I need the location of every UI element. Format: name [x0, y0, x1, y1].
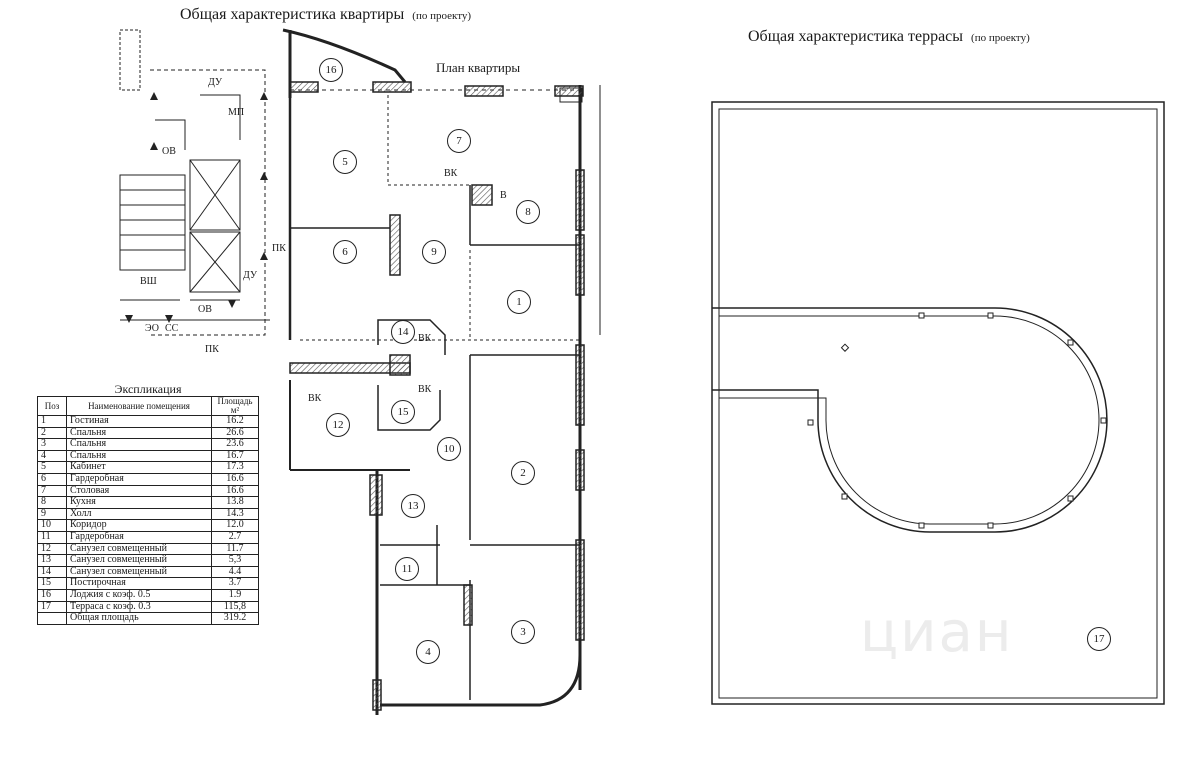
row-name: Гардеробная — [66, 530, 212, 544]
room-number-15: 15 — [391, 400, 415, 424]
row-area: 1.9 — [211, 588, 259, 602]
marker-du-top: ДУ — [208, 77, 223, 88]
marker-mp: МП — [228, 107, 245, 118]
room-number-9: 9 — [422, 240, 446, 264]
explication-header-row: Поз Наименование помещения Площадь м² — [37, 396, 259, 416]
row-area: 2.7 — [211, 530, 259, 544]
row-name: Санузел совмещенный — [66, 542, 212, 556]
row-area: 14.3 — [211, 507, 259, 521]
terrace-title-note: (по проекту) — [971, 32, 1030, 44]
row-area: 16.7 — [211, 449, 259, 463]
row-area: 319.2 — [211, 612, 259, 625]
room-number-8: 8 — [516, 200, 540, 224]
room-number-2: 2 — [511, 461, 535, 485]
room-number-5: 5 — [333, 150, 357, 174]
row-area: 115,8 — [211, 600, 259, 614]
direction-arrows — [125, 92, 268, 323]
room-number-3: 3 — [511, 620, 535, 644]
row-area: 3.7 — [211, 577, 259, 590]
marker-ov-top: ОВ — [162, 146, 176, 157]
room-number-10: 10 — [437, 437, 461, 461]
row-name: Постирочная — [66, 577, 212, 590]
room-number-13: 13 — [401, 494, 425, 518]
row-area: 11.7 — [211, 542, 259, 556]
row-name: Терраса с коэф. 0.3 — [66, 600, 212, 614]
row-area: 4.4 — [211, 565, 259, 579]
terrace-title: Общая характеристика террасы (по проекту) — [748, 28, 1030, 46]
marker-pk-bottom: ПК — [205, 344, 219, 355]
marker-vk-15: ВК — [418, 384, 432, 395]
row-area: 12.0 — [211, 519, 259, 532]
row-name: Коридор — [66, 519, 212, 532]
room-number-16: 16 — [319, 58, 343, 82]
room-number-1: 1 — [507, 290, 531, 314]
stairwell-core — [119, 29, 270, 336]
row-pos: 11 — [37, 530, 67, 544]
marker-v-kitchen: В — [500, 190, 507, 201]
watermark: циан — [860, 600, 1014, 665]
apartment-title-note: (по проекту) — [412, 10, 472, 22]
row-name: Лоджия с коэф. 0.5 — [66, 588, 212, 602]
marker-ov-bottom: ОВ — [198, 304, 212, 315]
marker-pk-left: ПК — [272, 243, 286, 254]
room-number-14: 14 — [391, 320, 415, 344]
apartment-title: Общая характеристика квартиры (по проекту… — [180, 6, 471, 24]
terrace-title-text: Общая характеристика террасы — [748, 28, 964, 45]
marker-eo: ЭО — [145, 323, 159, 334]
marker-vk-14: ВК — [418, 333, 432, 344]
room-number-4: 4 — [416, 640, 440, 664]
room-number-11: 11 — [395, 557, 419, 581]
room-number-17: 17 — [1087, 627, 1111, 651]
plan-label: План квартиры — [436, 60, 521, 75]
room-number-6: 6 — [333, 240, 357, 264]
marker-ss: СС — [165, 323, 179, 334]
room-number-12: 12 — [326, 413, 350, 437]
room-number-7: 7 — [447, 129, 471, 153]
header-area: Площадь м² — [211, 396, 259, 416]
marker-vsh: ВШ — [140, 276, 157, 287]
explication-title: Экспликация — [114, 382, 182, 396]
marker-vk-12: ВК — [308, 393, 322, 404]
marker-vk-kitchen: ВК — [444, 168, 458, 179]
row-pos: 13 — [37, 554, 67, 567]
row-area: 5,3 — [211, 554, 259, 567]
apartment-title-text: Общая характеристика квартиры — [180, 6, 405, 23]
marker-du-bottom: ДУ — [243, 270, 258, 281]
